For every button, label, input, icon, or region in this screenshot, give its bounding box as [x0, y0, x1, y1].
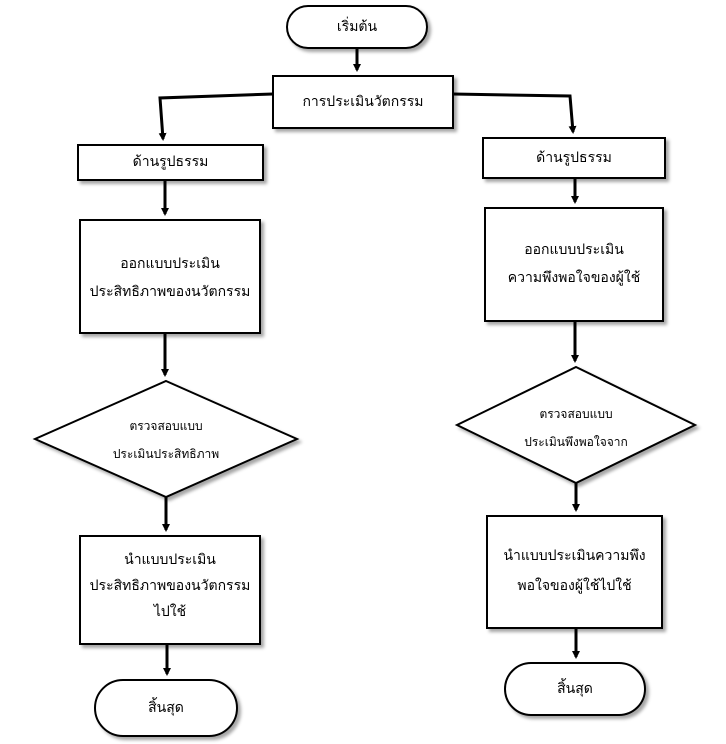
- right-check-label: ตรวจสอบแบบ ประเมินพึงพอใจจาก: [495, 404, 657, 452]
- main-label-text: การประเมินวัตกรรม: [302, 94, 424, 110]
- right-apply-label: นำแบบประเมินความพึง พอใจของผู้ใช้ไปใช้: [480, 546, 669, 596]
- right-branch-text: ด้านรูปธรรม: [536, 150, 612, 166]
- arrow-main-to-right: [452, 92, 577, 134]
- right-design-line-2: ความพึงพอใจของผู้ใช้: [507, 270, 641, 286]
- right-end-label: สิ้นสุด: [505, 679, 645, 699]
- right-design-box: [484, 207, 664, 322]
- left-apply-label: นำแบบประเมิน ประสิทธิภาพของนวัตกรรม ไปใช…: [70, 550, 270, 622]
- main-process-box: [272, 75, 454, 129]
- right-end-terminator: [504, 662, 646, 716]
- right-check-line-1: ตรวจสอบแบบ: [539, 407, 613, 421]
- left-end-terminator: [94, 679, 238, 737]
- left-design-line-1: ออกแบบประเมิน: [120, 256, 220, 272]
- left-apply-line-2: ประสิทธิภาพของนวัตกรรม: [89, 578, 251, 594]
- left-apply-line-3: ไปใช้: [153, 604, 187, 620]
- right-apply-line-2: พอใจของผู้ใช้ไปใช้: [517, 578, 632, 594]
- right-design-label: ออกแบบประเมิน ความพึงพอใจของผู้ใช้: [480, 240, 668, 288]
- right-branch-label: ด้านรูปธรรม: [483, 148, 665, 168]
- arrow-main-to-left: [158, 92, 274, 141]
- left-design-line-2: ประสิทธิภาพของนวัตกรรม: [89, 284, 251, 300]
- left-apply-box: [79, 535, 261, 645]
- right-check-line-2: ประเมินพึงพอใจจาก: [524, 435, 628, 449]
- left-check-line-2: ประเมินประสิทธิภาพ: [112, 447, 220, 461]
- left-end-label: สิ้นสุด: [95, 698, 237, 718]
- left-branch-label: ด้านรูปธรรม: [78, 152, 263, 172]
- left-design-label: ออกแบบประเมิน ประสิทธิภาพของนวัตกรรม: [70, 254, 270, 302]
- start-label: เริ่มต้น: [287, 17, 427, 37]
- left-check-label: ตรวจสอบแบบ ประเมินประสิทธิภาพ: [80, 416, 252, 464]
- start-label-text: เริ่มต้น: [336, 19, 378, 35]
- left-end-text: สิ้นสุด: [148, 700, 184, 716]
- main-label: การประเมินวัตกรรม: [273, 92, 453, 112]
- right-apply-box: [486, 515, 663, 629]
- right-design-line-1: ออกแบบประเมิน: [524, 242, 624, 258]
- left-apply-line-1: นำแบบประเมิน: [124, 552, 216, 568]
- left-check-line-1: ตรวจสอบแบบ: [129, 419, 203, 433]
- left-design-box: [79, 219, 261, 334]
- left-branch-text: ด้านรูปธรรม: [132, 154, 209, 170]
- right-end-text: สิ้นสุด: [557, 681, 593, 697]
- right-apply-line-1: นำแบบประเมินความพึง: [503, 548, 646, 564]
- left-branch-box: [77, 144, 264, 181]
